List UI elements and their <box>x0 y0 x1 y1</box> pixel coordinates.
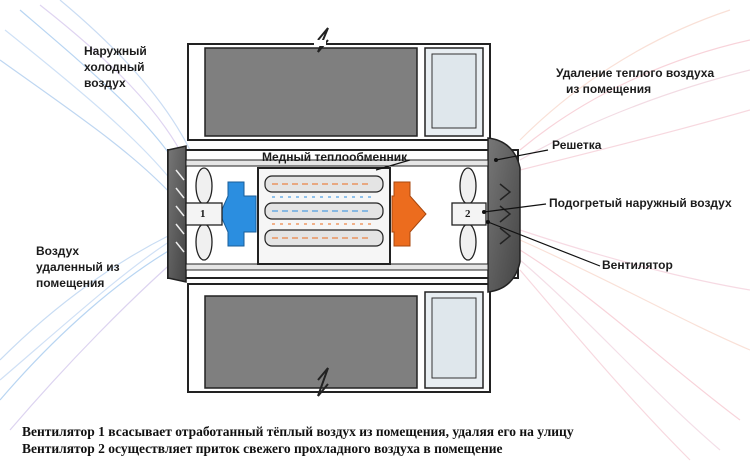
warm-air-streaks <box>519 9 750 461</box>
label-outside-cold-air-1: Наружный <box>84 44 147 58</box>
label-outside-cold-air-3: воздух <box>84 76 126 90</box>
wall-top <box>187 27 491 141</box>
fan-2 <box>451 167 487 261</box>
label-grille: Решетка <box>552 138 602 152</box>
cold-air-streaks <box>0 0 191 431</box>
label-outside-cold-air-2: холодный <box>84 60 145 74</box>
caption-line-1: Вентилятор 1 всасывает отработанный тёпл… <box>22 424 574 439</box>
label-removal-warm-air-2: из помещения <box>566 82 652 96</box>
warm-flow-block <box>391 181 427 247</box>
label-heated-outside-air: Подогретый наружный воздух <box>549 196 732 210</box>
copper-heat-exchanger <box>257 167 391 265</box>
label-room-exhaust-air-3: помещения <box>36 276 105 290</box>
fan-2-number: 2 <box>465 208 471 220</box>
label-copper-exchanger: Медный теплообменник <box>262 150 408 164</box>
fan-1-number: 1 <box>200 208 206 220</box>
label-fan: Вентилятор <box>602 258 673 272</box>
wall-bottom <box>187 283 491 397</box>
fan-1 <box>185 167 223 261</box>
label-room-exhaust-air-2: удаленный из <box>36 260 120 274</box>
label-room-exhaust-air-1: Воздух <box>36 244 80 258</box>
label-removal-warm-air-1: Удаление теплого воздуха <box>556 66 715 80</box>
leader-dots <box>482 158 498 224</box>
caption-line-2: Вентилятор 2 осуществляет приток свежего… <box>22 441 503 456</box>
leader-lines <box>375 149 601 267</box>
